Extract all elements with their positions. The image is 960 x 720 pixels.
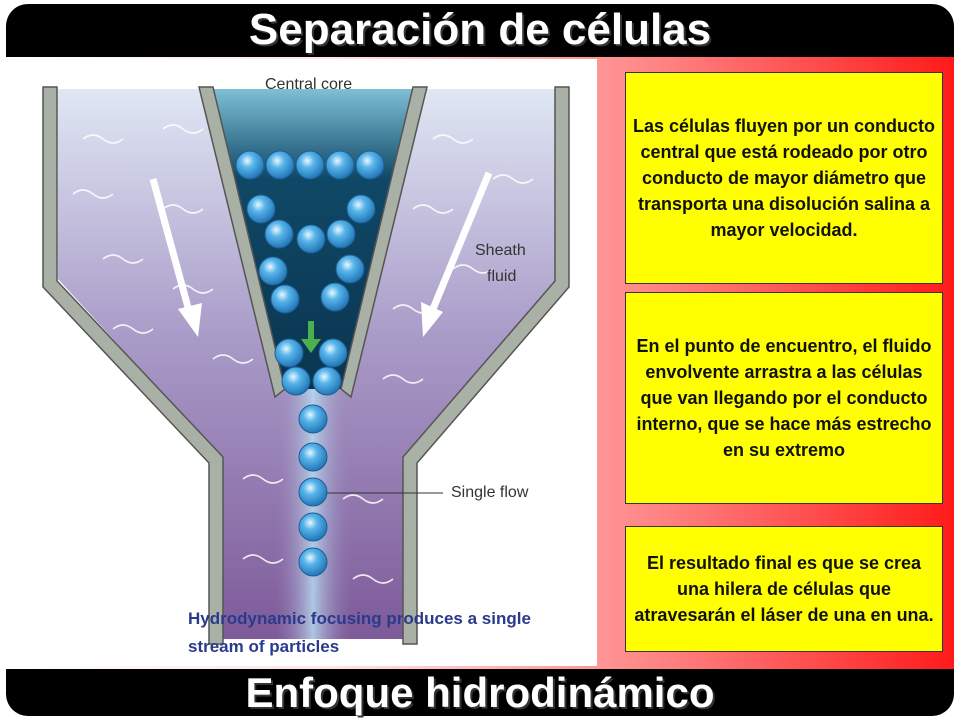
cell (274, 338, 304, 368)
cell (235, 150, 265, 180)
outer-wall-right (402, 86, 570, 645)
cell (265, 150, 295, 180)
cell (318, 338, 348, 368)
sheath-label-2: fluid (487, 268, 516, 285)
cell (264, 219, 294, 249)
cell (325, 150, 355, 180)
cell (298, 547, 328, 577)
single-flow-label: Single flow (451, 484, 529, 501)
cell (346, 194, 376, 224)
cell (298, 442, 328, 472)
cells (235, 150, 385, 577)
cell (246, 194, 276, 224)
info-box-1: Las células fluyen por un conducto centr… (625, 72, 943, 284)
slide-title: Separación de células (248, 5, 712, 54)
cell (281, 366, 311, 396)
cell (355, 150, 385, 180)
sheath-arrow-left (149, 178, 202, 337)
cell (258, 256, 288, 286)
info-box-2: En el punto de encuentro, el fluido envo… (625, 292, 943, 504)
cell (296, 224, 326, 254)
info-box-3: El resultado final es que se crea una hi… (625, 526, 943, 652)
cell (270, 284, 300, 314)
outer-wall-left (42, 86, 224, 645)
slide-subtitle: Enfoque hidrodinámico (245, 669, 715, 716)
cell (335, 254, 365, 284)
cell (298, 477, 328, 507)
diagram-svg: Central core Sheath fluid Single flow (42, 76, 570, 656)
core-wall-right (340, 86, 428, 399)
central-core-label: Central core (265, 76, 352, 93)
cell (326, 219, 356, 249)
cell (320, 282, 350, 312)
diagram-caption-line-2: stream of particles (188, 637, 339, 656)
hydrodynamic-focusing-diagram: Central core Sheath fluid Single flow (13, 59, 597, 666)
cell (312, 366, 342, 396)
diagram-caption-line-1: Hydrodynamic focusing produces a single (188, 609, 531, 628)
cell (298, 404, 328, 434)
sheath-arrow-right (421, 171, 493, 337)
cell (295, 150, 325, 180)
cell (298, 512, 328, 542)
flow-arrow-green (301, 321, 321, 353)
sheath-label-1: Sheath (475, 242, 526, 259)
